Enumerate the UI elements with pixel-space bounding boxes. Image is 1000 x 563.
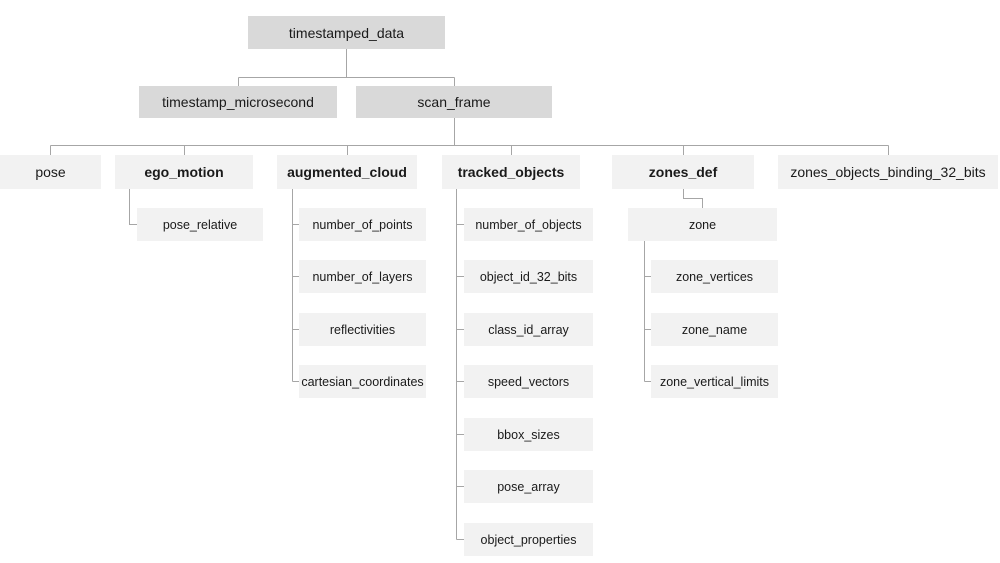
connector-zones-def [683, 189, 703, 208]
connector-zone [644, 241, 651, 382]
node-timestamped-data: timestamped_data [248, 16, 445, 49]
node-zones-def: zones_def [612, 155, 754, 189]
node-zone-vertices: zone_vertices [651, 260, 778, 293]
connector-augmented-cloud [292, 189, 299, 382]
connector-root [238, 49, 455, 86]
node-cartesian-coordinates: cartesian_coordinates [299, 365, 426, 398]
node-zones-objects-binding-32-bits: zones_objects_binding_32_bits [778, 155, 998, 189]
node-augmented-cloud: augmented_cloud [277, 155, 417, 189]
node-class-id-array: class_id_array [464, 313, 593, 346]
node-zone: zone [628, 208, 777, 241]
node-number-of-points: number_of_points [299, 208, 426, 241]
node-speed-vectors: speed_vectors [464, 365, 593, 398]
node-tracked-objects: tracked_objects [442, 155, 580, 189]
connector-tracked-objects [456, 189, 464, 540]
connector-scan-frame [50, 118, 889, 155]
node-pose: pose [0, 155, 101, 189]
node-timestamp-microsecond: timestamp_microsecond [139, 86, 337, 118]
node-scan-frame: scan_frame [356, 86, 552, 118]
connector-ego-motion [129, 189, 137, 225]
node-number-of-objects: number_of_objects [464, 208, 593, 241]
node-ego-motion: ego_motion [115, 155, 253, 189]
node-number-of-layers: number_of_layers [299, 260, 426, 293]
node-pose-relative: pose_relative [137, 208, 263, 241]
node-reflectivities: reflectivities [299, 313, 426, 346]
node-zone-vertical-limits: zone_vertical_limits [651, 365, 778, 398]
node-zone-name: zone_name [651, 313, 778, 346]
node-object-properties: object_properties [464, 523, 593, 556]
node-object-id-32-bits: object_id_32_bits [464, 260, 593, 293]
node-pose-array: pose_array [464, 470, 593, 503]
node-bbox-sizes: bbox_sizes [464, 418, 593, 451]
